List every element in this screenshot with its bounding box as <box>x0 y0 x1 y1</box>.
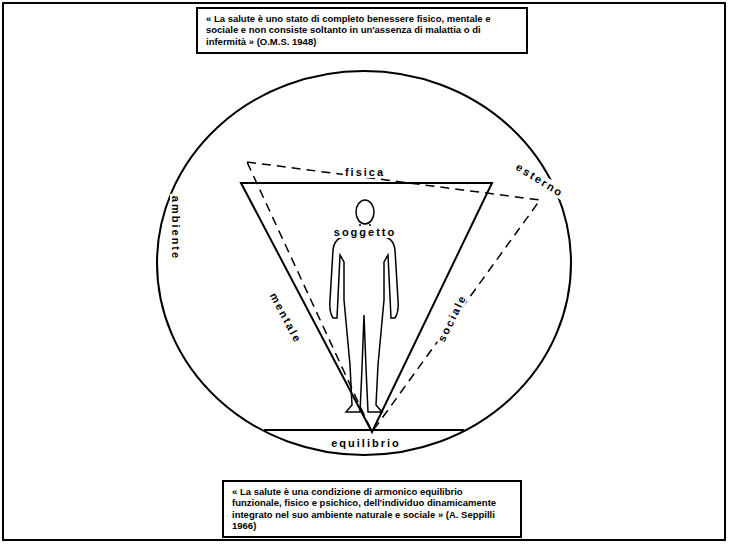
dimension-label: ambiente <box>170 194 182 262</box>
solid-triangle <box>241 183 492 432</box>
dimension-label: sociale <box>434 290 469 345</box>
outer-frame <box>3 3 725 540</box>
dimension-label: soggetto <box>332 226 398 238</box>
environment-ellipse <box>157 71 571 455</box>
quote-box: « La salute è uno stato di completo bene… <box>196 7 528 54</box>
quote-text: « La salute è una condizione di armonico… <box>232 486 512 532</box>
quote-text: « La salute è uno stato di completo bene… <box>206 13 518 47</box>
human-figure <box>330 200 398 412</box>
dimension-label: esterno <box>512 160 567 201</box>
dimension-label: equilibrio <box>329 437 403 449</box>
dimension-label: mentale <box>267 289 306 347</box>
quote-box: « La salute è una condizione di armonico… <box>222 480 522 538</box>
dimension-label: fisica <box>343 166 387 178</box>
dashed-triangle <box>247 162 540 432</box>
balance-line <box>264 429 464 431</box>
